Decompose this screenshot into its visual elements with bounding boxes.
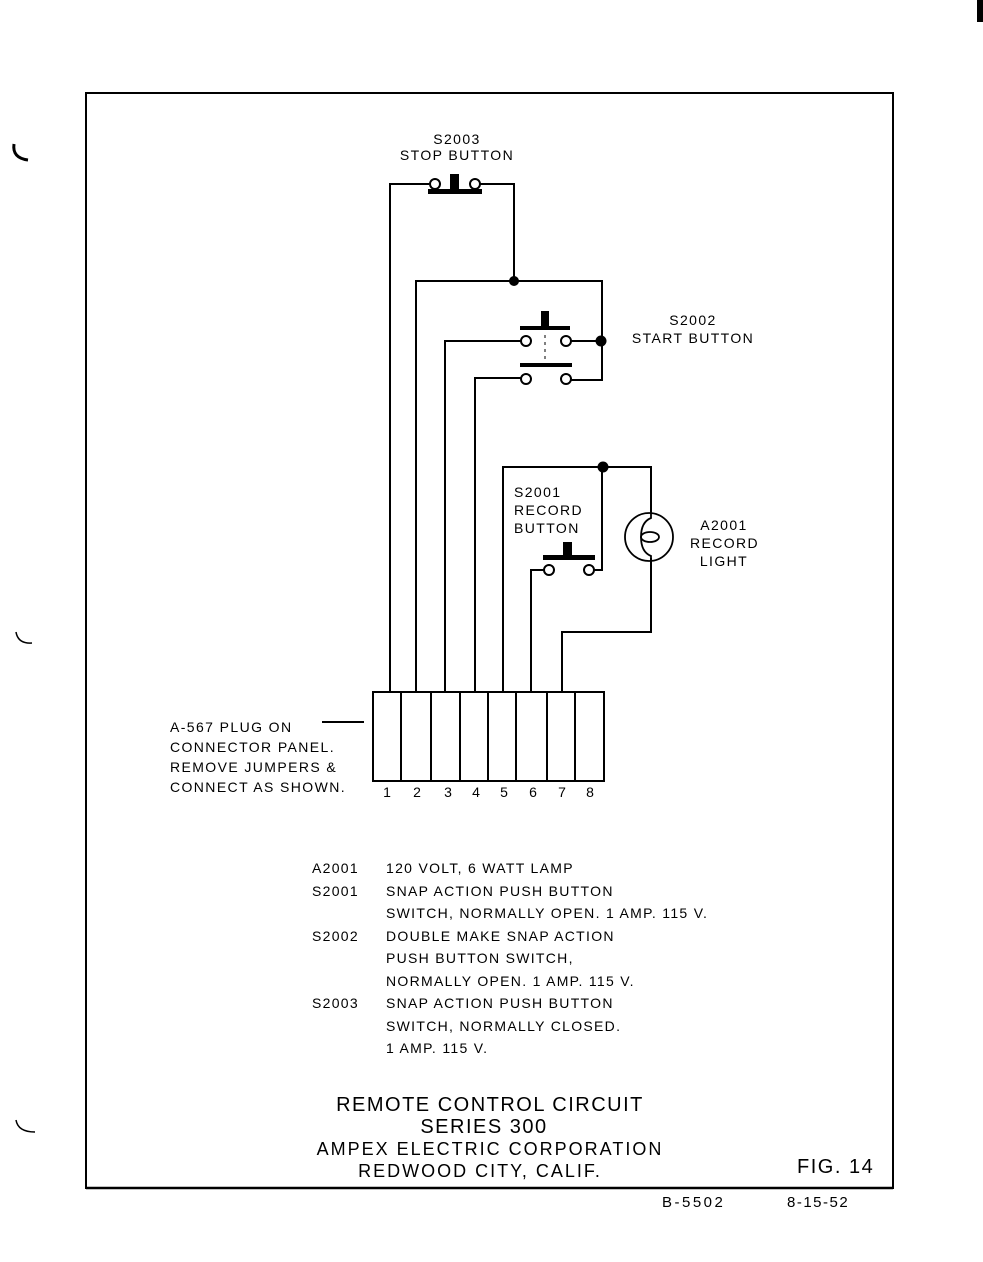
plug-note-line: CONNECT AS SHOWN. bbox=[170, 779, 347, 795]
record-button-line3: BUTTON bbox=[514, 520, 580, 536]
part-desc-line: SNAP ACTION PUSH BUTTON bbox=[386, 882, 614, 899]
plug-note-line: CONNECTOR PANEL. bbox=[170, 739, 336, 755]
stop-button-label: S2003 STOP BUTTON bbox=[395, 130, 519, 164]
punch-hole-mark bbox=[15, 1119, 36, 1133]
junction-dot bbox=[595, 335, 607, 347]
part-ref: S2002 bbox=[312, 927, 359, 944]
wire-pin-4 bbox=[474, 377, 522, 692]
record-button-ref: S2001 bbox=[514, 484, 562, 500]
record-button-line2: RECORD bbox=[514, 502, 584, 518]
record-light-label: A2001 RECORD LIGHT bbox=[690, 516, 758, 570]
wire-stop-to-junction bbox=[479, 183, 515, 281]
part-desc-line: 120 VOLT, 6 WATT LAMP bbox=[386, 860, 574, 876]
junction-dot bbox=[597, 461, 609, 473]
start-button-name: START BUTTON bbox=[631, 330, 755, 346]
start-button-label: S2002 START BUTTON bbox=[628, 311, 758, 347]
pin-number: 4 bbox=[472, 784, 480, 800]
plug-note: A-567 PLUG ON CONNECTOR PANEL. REMOVE JU… bbox=[170, 717, 346, 797]
drawing-number: B-5502 bbox=[662, 1194, 726, 1211]
parts-list-row: A2001 120 VOLT, 6 WATT LAMP bbox=[312, 857, 708, 880]
pin-number: 8 bbox=[586, 784, 594, 800]
part-desc-line: SWITCH, NORMALLY OPEN. 1 AMP. 115 V. bbox=[386, 905, 709, 921]
start-button-symbol bbox=[520, 311, 572, 385]
stop-button-ref: S2003 bbox=[433, 131, 481, 147]
wire-pin-6 bbox=[530, 569, 544, 692]
part-ref: S2001 bbox=[312, 882, 359, 899]
pin-number: 3 bbox=[444, 784, 452, 800]
record-light-ref: A2001 bbox=[700, 517, 748, 533]
pin-number: 7 bbox=[558, 784, 566, 800]
drawing-date: 8-15-52 bbox=[787, 1194, 850, 1211]
pin-number: 1 bbox=[383, 784, 391, 800]
record-button-label: S2001 RECORD BUTTON bbox=[514, 483, 583, 537]
punch-hole-mark bbox=[15, 631, 33, 644]
pin-number: 5 bbox=[500, 784, 508, 800]
parts-list-row: S2001 SNAP ACTION PUSH BUTTON SWITCH, NO… bbox=[312, 880, 708, 925]
plug-note-line: A-567 PLUG ON bbox=[170, 719, 293, 735]
wire-pin-5 bbox=[502, 466, 652, 692]
title-block: REMOTE CONTROL CIRCUIT SERIES 300 AMPEX … bbox=[300, 1094, 680, 1182]
drawing-title: REMOTE CONTROL CIRCUIT bbox=[336, 1094, 644, 1116]
part-desc-line: 1 AMP. 115 V. bbox=[386, 1040, 489, 1056]
company-location: REDWOOD CITY, CALIF. bbox=[358, 1161, 602, 1181]
pin-number: 2 bbox=[413, 784, 421, 800]
record-light-line2: RECORD bbox=[690, 535, 760, 551]
part-ref: A2001 bbox=[312, 860, 359, 876]
stop-button-name: STOP BUTTON bbox=[399, 147, 515, 163]
parts-list-row: S2002 DOUBLE MAKE SNAP ACTION PUSH BUTTO… bbox=[312, 925, 708, 993]
punch-hole-mark bbox=[12, 143, 29, 162]
plug-note-line: REMOVE JUMPERS & bbox=[170, 759, 338, 775]
figure-number: FIG. 14 bbox=[797, 1156, 875, 1178]
company-name: AMPEX ELECTRIC CORPORATION bbox=[316, 1139, 664, 1159]
record-light-symbol bbox=[624, 512, 674, 562]
drawing-series: SERIES 300 bbox=[420, 1116, 548, 1138]
parts-list-row: S2003 SNAP ACTION PUSH BUTTON SWITCH, NO… bbox=[312, 992, 708, 1060]
part-desc-line: SWITCH, NORMALLY CLOSED. bbox=[386, 1017, 622, 1034]
wire-pin-2 bbox=[415, 280, 603, 692]
plug-connector bbox=[372, 691, 605, 782]
wire-pin-1 bbox=[389, 183, 429, 692]
part-desc-line: PUSH BUTTON SWITCH, bbox=[386, 950, 574, 966]
record-light-line3: LIGHT bbox=[699, 553, 749, 569]
part-ref: S2003 bbox=[312, 995, 359, 1011]
stop-button-symbol bbox=[428, 174, 482, 194]
junction-dot bbox=[509, 276, 519, 286]
wire-pin-3 bbox=[444, 340, 522, 692]
pin-number: 6 bbox=[529, 784, 537, 800]
parts-list: A2001 120 VOLT, 6 WATT LAMP S2001 SNAP A… bbox=[312, 857, 708, 1060]
edge-mark bbox=[977, 0, 983, 22]
record-button-symbol bbox=[543, 542, 595, 576]
part-desc-line: NORMALLY OPEN. 1 AMP. 115 V. bbox=[386, 972, 635, 989]
wire-junction-to-record bbox=[594, 467, 603, 571]
part-desc-line: SNAP ACTION PUSH BUTTON bbox=[386, 995, 614, 1011]
wire-pin-7 bbox=[561, 558, 652, 692]
start-button-ref: S2002 bbox=[669, 312, 717, 328]
part-desc-line: DOUBLE MAKE SNAP ACTION bbox=[386, 927, 615, 944]
